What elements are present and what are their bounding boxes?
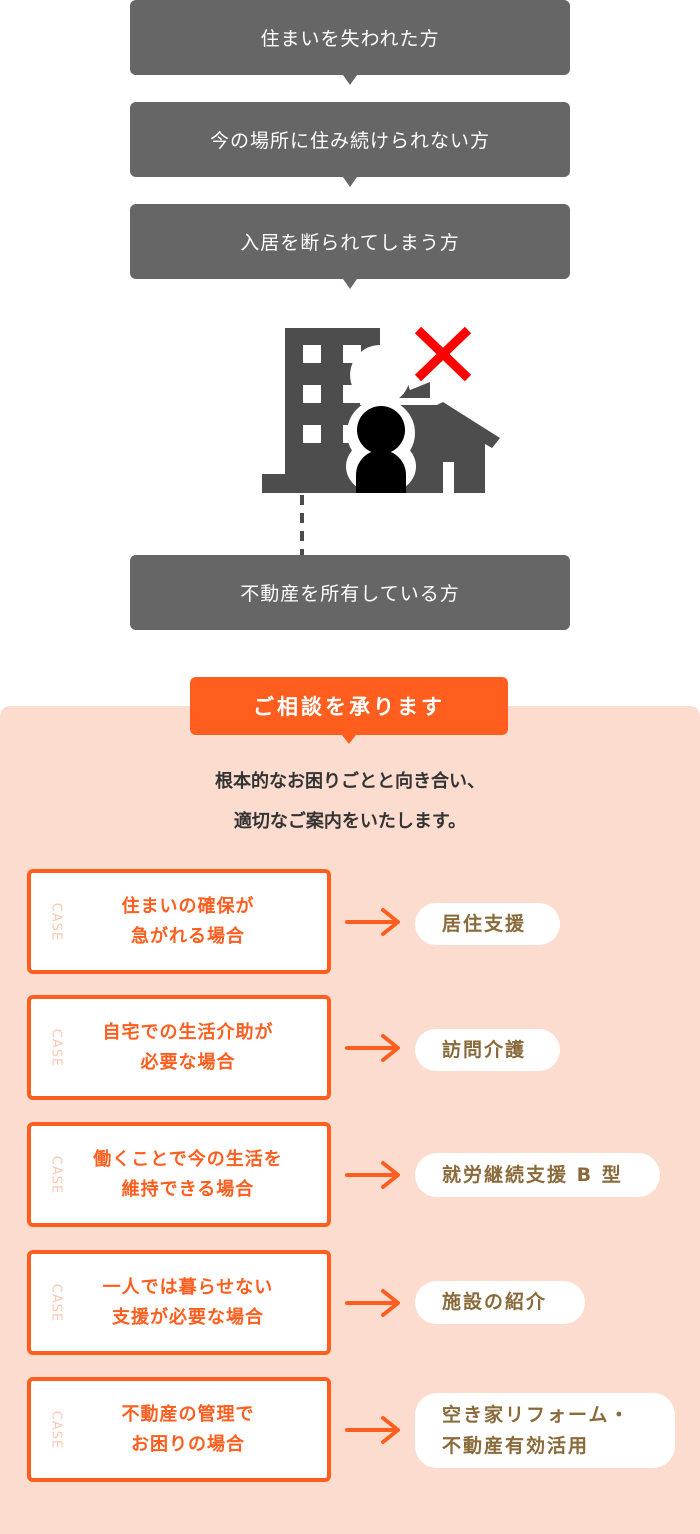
case-card: CASE 住まいの確保が急がれる場合 bbox=[27, 869, 331, 974]
down-triangle-icon bbox=[343, 177, 357, 187]
case-result: 就労継続支援 B 型 bbox=[415, 1153, 660, 1197]
case-text-line: 維持できる場合 bbox=[121, 1178, 255, 1200]
flow-step-property-owner: 不動産を所有している方 bbox=[130, 555, 570, 630]
consult-badge-text: ご相談を承ります bbox=[253, 695, 445, 719]
case-result-text: 就労継続支援 B 型 bbox=[442, 1163, 623, 1186]
case-text-line: お困りの場合 bbox=[131, 1433, 245, 1455]
intro-line: 適切なご案内をいたします。 bbox=[233, 811, 467, 832]
case-text-line: 不動産の管理で bbox=[121, 1403, 255, 1425]
intro-line: 根本的なお困りごとと向き合い、 bbox=[215, 771, 485, 792]
case-result-text: 居住支援 bbox=[442, 912, 527, 935]
down-triangle-icon bbox=[342, 735, 356, 744]
down-triangle-icon bbox=[343, 279, 357, 289]
case-result-text: 訪問介護 bbox=[442, 1038, 527, 1061]
arrow-right-icon bbox=[345, 908, 400, 936]
flow-step-text: 入居を断られてしまう方 bbox=[240, 232, 460, 254]
flow-step-lost-home: 住まいを失われた方 bbox=[130, 0, 570, 75]
case-text-line: 支援が必要な場合 bbox=[112, 1306, 264, 1328]
flow-step-refused: 入居を断られてしまう方 bbox=[130, 204, 570, 279]
flow-step-text: 住まいを失われた方 bbox=[260, 28, 440, 50]
case-text-line: 住まいの確保が bbox=[121, 895, 255, 917]
consult-badge: ご相談を承ります bbox=[190, 677, 508, 735]
flow-step-text: 今の場所に住み続けられない方 bbox=[209, 130, 490, 152]
case-card: CASE 一人では暮らせない支援が必要な場合 bbox=[27, 1250, 331, 1355]
case-result: 施設の紹介 bbox=[415, 1281, 585, 1324]
flow-step-text: 不動産を所有している方 bbox=[240, 583, 460, 605]
case-text-line: 自宅での生活介助が bbox=[102, 1021, 274, 1043]
case-card: CASE 不動産の管理でお困りの場合 bbox=[27, 1377, 331, 1482]
arrow-right-icon bbox=[345, 1289, 400, 1317]
arrow-right-icon bbox=[345, 1034, 400, 1062]
consult-intro: 根本的なお困りごとと向き合い、 適切なご案内をいたします。 bbox=[0, 762, 700, 842]
case-text-line: 必要な場合 bbox=[140, 1051, 236, 1073]
case-card: CASE 自宅での生活介助が必要な場合 bbox=[27, 995, 331, 1100]
case-result-text: 施設の紹介 bbox=[442, 1291, 548, 1313]
case-text-line: 一人では暮らせない bbox=[102, 1276, 274, 1298]
building-person-house-cross-icon bbox=[262, 326, 500, 555]
case-text-line: 働くことで今の生活を bbox=[93, 1148, 283, 1170]
case-result-text: 不動産有効活用 bbox=[442, 1434, 590, 1457]
flow-step-cannot-stay: 今の場所に住み続けられない方 bbox=[130, 102, 570, 177]
case-text-line: 急がれる場合 bbox=[131, 925, 245, 947]
case-card: CASE 働くことで今の生活を維持できる場合 bbox=[27, 1122, 331, 1227]
case-result: 訪問介護 bbox=[415, 1029, 560, 1071]
arrow-right-icon bbox=[345, 1416, 400, 1444]
arrow-right-icon bbox=[345, 1161, 400, 1189]
case-result-text: 空き家リフォーム・ bbox=[442, 1403, 631, 1426]
down-triangle-icon bbox=[343, 75, 357, 85]
case-result: 空き家リフォーム・ 不動産有効活用 bbox=[415, 1393, 675, 1468]
case-result: 居住支援 bbox=[415, 903, 560, 945]
